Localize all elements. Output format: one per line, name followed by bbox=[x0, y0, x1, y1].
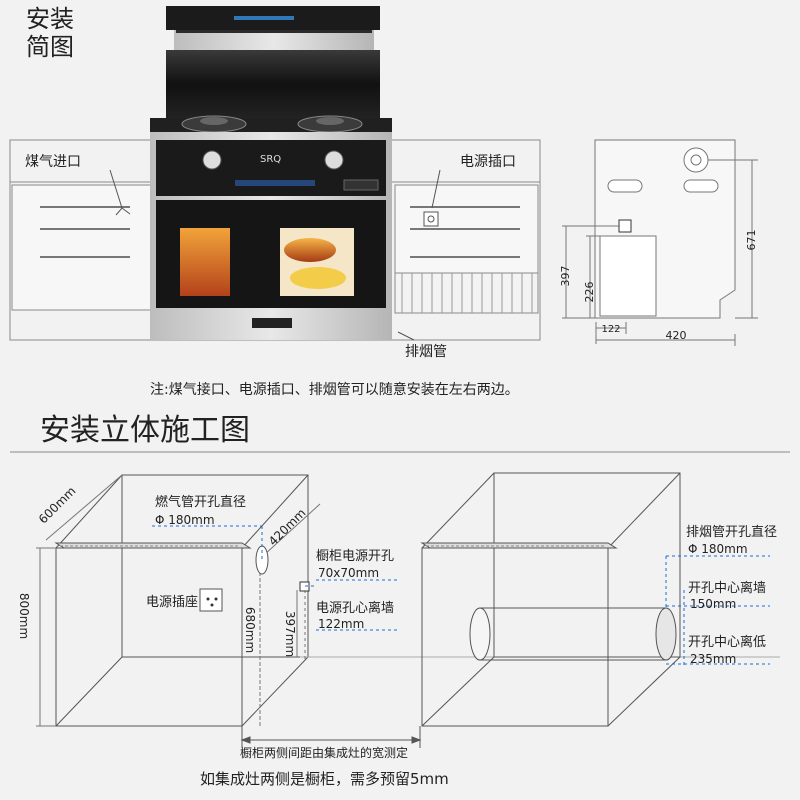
power-socket-marker bbox=[423, 169, 441, 227]
cabinet-outline-top bbox=[9, 139, 541, 341]
stove-brand-logo: SRQ bbox=[260, 154, 281, 165]
exhaust-pipe-label: 排烟管 bbox=[405, 344, 447, 360]
dim-671-top: 671 bbox=[745, 230, 758, 251]
integrated-stove: SRQ bbox=[150, 6, 392, 340]
right-cabinet-3d bbox=[420, 472, 681, 727]
cabinet-power-value: 70x70mm bbox=[318, 566, 379, 580]
width-note: 橱柜两侧间距由集成灶的宽测定 bbox=[240, 745, 408, 760]
wall-center-value: 150mm bbox=[690, 597, 736, 611]
install-note: 注:煤气接口、电源插口、排烟管可以随意安装在左右两边。 bbox=[150, 381, 519, 398]
floor-center-title: 开孔中心离低 bbox=[688, 634, 766, 650]
power-center-value: 122mm bbox=[318, 617, 364, 631]
header-line2: 简图 bbox=[26, 33, 74, 61]
exhaust-pipe-3d bbox=[469, 607, 677, 661]
bottom-width-dim bbox=[240, 736, 422, 744]
side-elevation bbox=[562, 139, 758, 346]
header-line1: 安装 bbox=[26, 5, 74, 33]
gas-inlet-marker bbox=[109, 169, 131, 216]
gap-note: 如集成灶两侧是橱柜，需多预留5mm bbox=[200, 770, 449, 788]
gas-hole-value: Φ 180mm bbox=[155, 513, 215, 527]
exhaust-hole-value: Φ 180mm bbox=[688, 542, 748, 556]
exhaust-hole-title: 排烟管开孔直径 bbox=[686, 525, 777, 540]
cabinet-power-title: 橱柜电源开孔 bbox=[316, 549, 394, 564]
power-center-title: 电源孔心离墙 bbox=[316, 600, 394, 616]
dim-397-top: 397 bbox=[559, 266, 572, 287]
left-dims bbox=[36, 474, 421, 748]
power-socket-text: 电源插座 bbox=[146, 595, 198, 610]
gas-inlet-label: 煤气进口 bbox=[25, 154, 81, 170]
dim-600mm: 600mm bbox=[36, 484, 79, 527]
dim-420mm: 420mm bbox=[266, 506, 309, 549]
dim-680mm: 680mm bbox=[243, 607, 257, 653]
dim-122-top: 122 bbox=[601, 324, 620, 335]
dim-226-top: 226 bbox=[583, 282, 596, 303]
dim-800mm: 800mm bbox=[17, 593, 31, 639]
right-blue-leaders bbox=[665, 555, 770, 666]
left-blue-leaders bbox=[152, 525, 400, 631]
dim-397mm: 397mm bbox=[283, 611, 297, 657]
dim-420-top: 420 bbox=[666, 329, 687, 342]
power-socket-label: 电源插口 bbox=[460, 154, 516, 170]
floor-center-value: 235mm bbox=[690, 652, 736, 666]
power-socket-icon bbox=[199, 588, 223, 612]
power-hole bbox=[299, 581, 310, 592]
exhaust-leader bbox=[397, 331, 415, 341]
section-title: 安装立体施工图 bbox=[40, 413, 250, 448]
gas-hole-title: 燃气管开孔直径 bbox=[155, 494, 246, 510]
wall-center-title: 开孔中心离墙 bbox=[688, 580, 766, 596]
